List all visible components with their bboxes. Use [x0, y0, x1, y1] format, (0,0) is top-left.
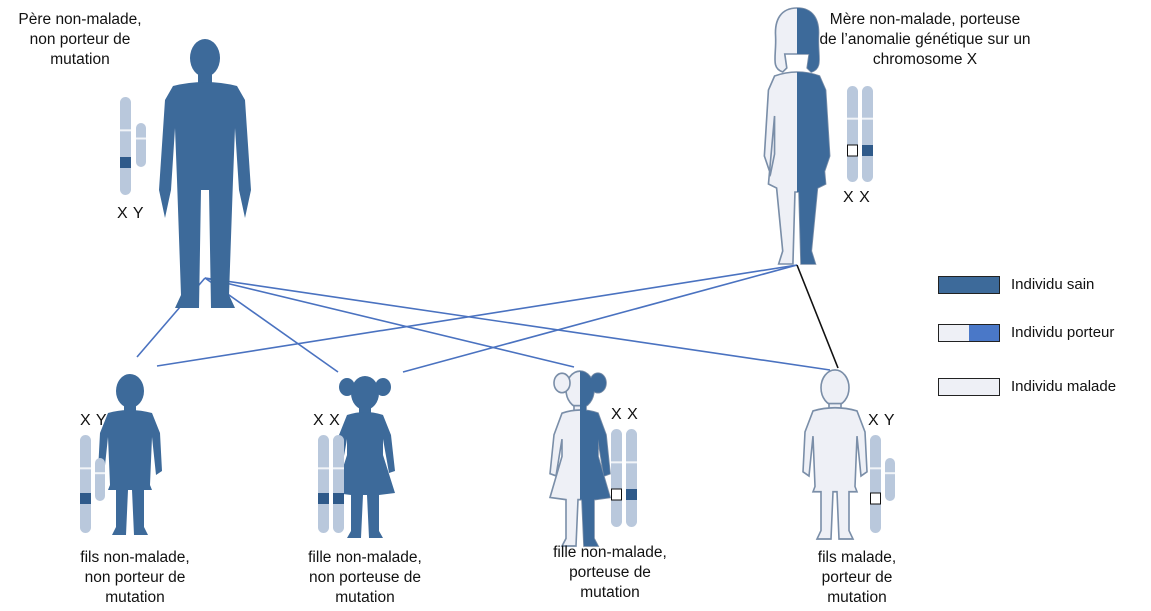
- legend-label-malade: Individu malade: [1011, 378, 1117, 395]
- child-label-line: fils non-malade,: [80, 549, 190, 566]
- child-label-line: mutation: [827, 589, 887, 606]
- legend-label-porteur: Individu porteur: [1011, 324, 1115, 341]
- chromosome-icon: [870, 435, 881, 533]
- boy-silhouette-icon: [802, 369, 868, 540]
- child-label-line: mutation: [335, 589, 395, 606]
- chromosome-icon: [80, 435, 91, 533]
- child-4-label: fils malade, porteur de mutation: [767, 548, 947, 608]
- child-label-line: fille non-malade,: [308, 549, 422, 566]
- child-label-line: porteur de: [821, 569, 893, 586]
- mother-label: Mère non-malade, porteuse de l’anomalie …: [790, 10, 1060, 70]
- child-3-label: fille non-malade, porteuse de mutation: [520, 543, 700, 603]
- inheritance-lines: [136, 264, 839, 373]
- chromosome-icon: [318, 435, 329, 533]
- mother-label-line: de l’anomalie génétique sur un: [819, 31, 1031, 48]
- father-chromosome-label: X Y: [117, 205, 144, 222]
- child-2-chromosome-label: X X: [313, 412, 341, 429]
- chromosome-icon: [885, 458, 895, 501]
- child-1-chromosome-label: X Y: [80, 412, 107, 429]
- inheritance-line-affected: [796, 264, 839, 369]
- chromosome-icon: [611, 429, 622, 527]
- child-2-label: fille non-malade, non porteuse de mutati…: [275, 548, 455, 608]
- boy-silhouette-icon: [98, 374, 162, 535]
- child-label-line: mutation: [105, 589, 165, 606]
- child-label-line: fille non-malade,: [553, 544, 667, 561]
- inheritance-line: [204, 277, 831, 371]
- child-label-line: porteuse de: [569, 564, 651, 581]
- girl-silhouette-icon: [549, 370, 611, 547]
- father-label-line: non porteur de: [29, 31, 131, 48]
- child-label-line: non porteur de: [84, 569, 186, 586]
- chromosome-icon: [333, 435, 344, 533]
- mother-chromosome-label: X X: [843, 189, 871, 206]
- legend-swatch-porteur-right: [969, 325, 999, 341]
- legend-swatch-malade: [938, 378, 1000, 396]
- chromosome-icon: [626, 429, 637, 527]
- legend-swatch-porteur-left: [939, 325, 969, 341]
- child-4-chromosome-label: X Y: [868, 412, 895, 429]
- chromosomes: [80, 86, 895, 533]
- child-label-line: mutation: [580, 584, 640, 601]
- father-label-line: Père non-malade,: [18, 11, 142, 28]
- chromosome-icon: [120, 97, 131, 195]
- legend-swatch-sain: [938, 276, 1000, 294]
- mother-label-line: chromosome X: [872, 51, 978, 68]
- chromosome-icon: [95, 458, 105, 501]
- legend-label-sain: Individu sain: [1011, 276, 1095, 293]
- legend-swatch-porteur: [938, 324, 1000, 342]
- child-label-line: non porteuse de: [308, 569, 422, 586]
- inheritance-line: [156, 264, 798, 367]
- chromosome-icon: [136, 123, 146, 167]
- child-3-chromosome-label: X X: [611, 406, 639, 423]
- inheritance-line: [402, 264, 798, 373]
- chromosome-icon: [847, 86, 858, 182]
- father-label-line: mutation: [50, 51, 110, 68]
- inheritance-line: [204, 277, 575, 368]
- man-silhouette-icon: [159, 39, 251, 308]
- child-1-label: fils non-malade, non porteur de mutation: [45, 548, 225, 608]
- chromosome-icon: [862, 86, 873, 182]
- father-label: Père non-malade, non porteur de mutation: [2, 10, 158, 70]
- mother-label-line: Mère non-malade, porteuse: [829, 11, 1021, 28]
- child-label-line: fils malade,: [817, 549, 897, 566]
